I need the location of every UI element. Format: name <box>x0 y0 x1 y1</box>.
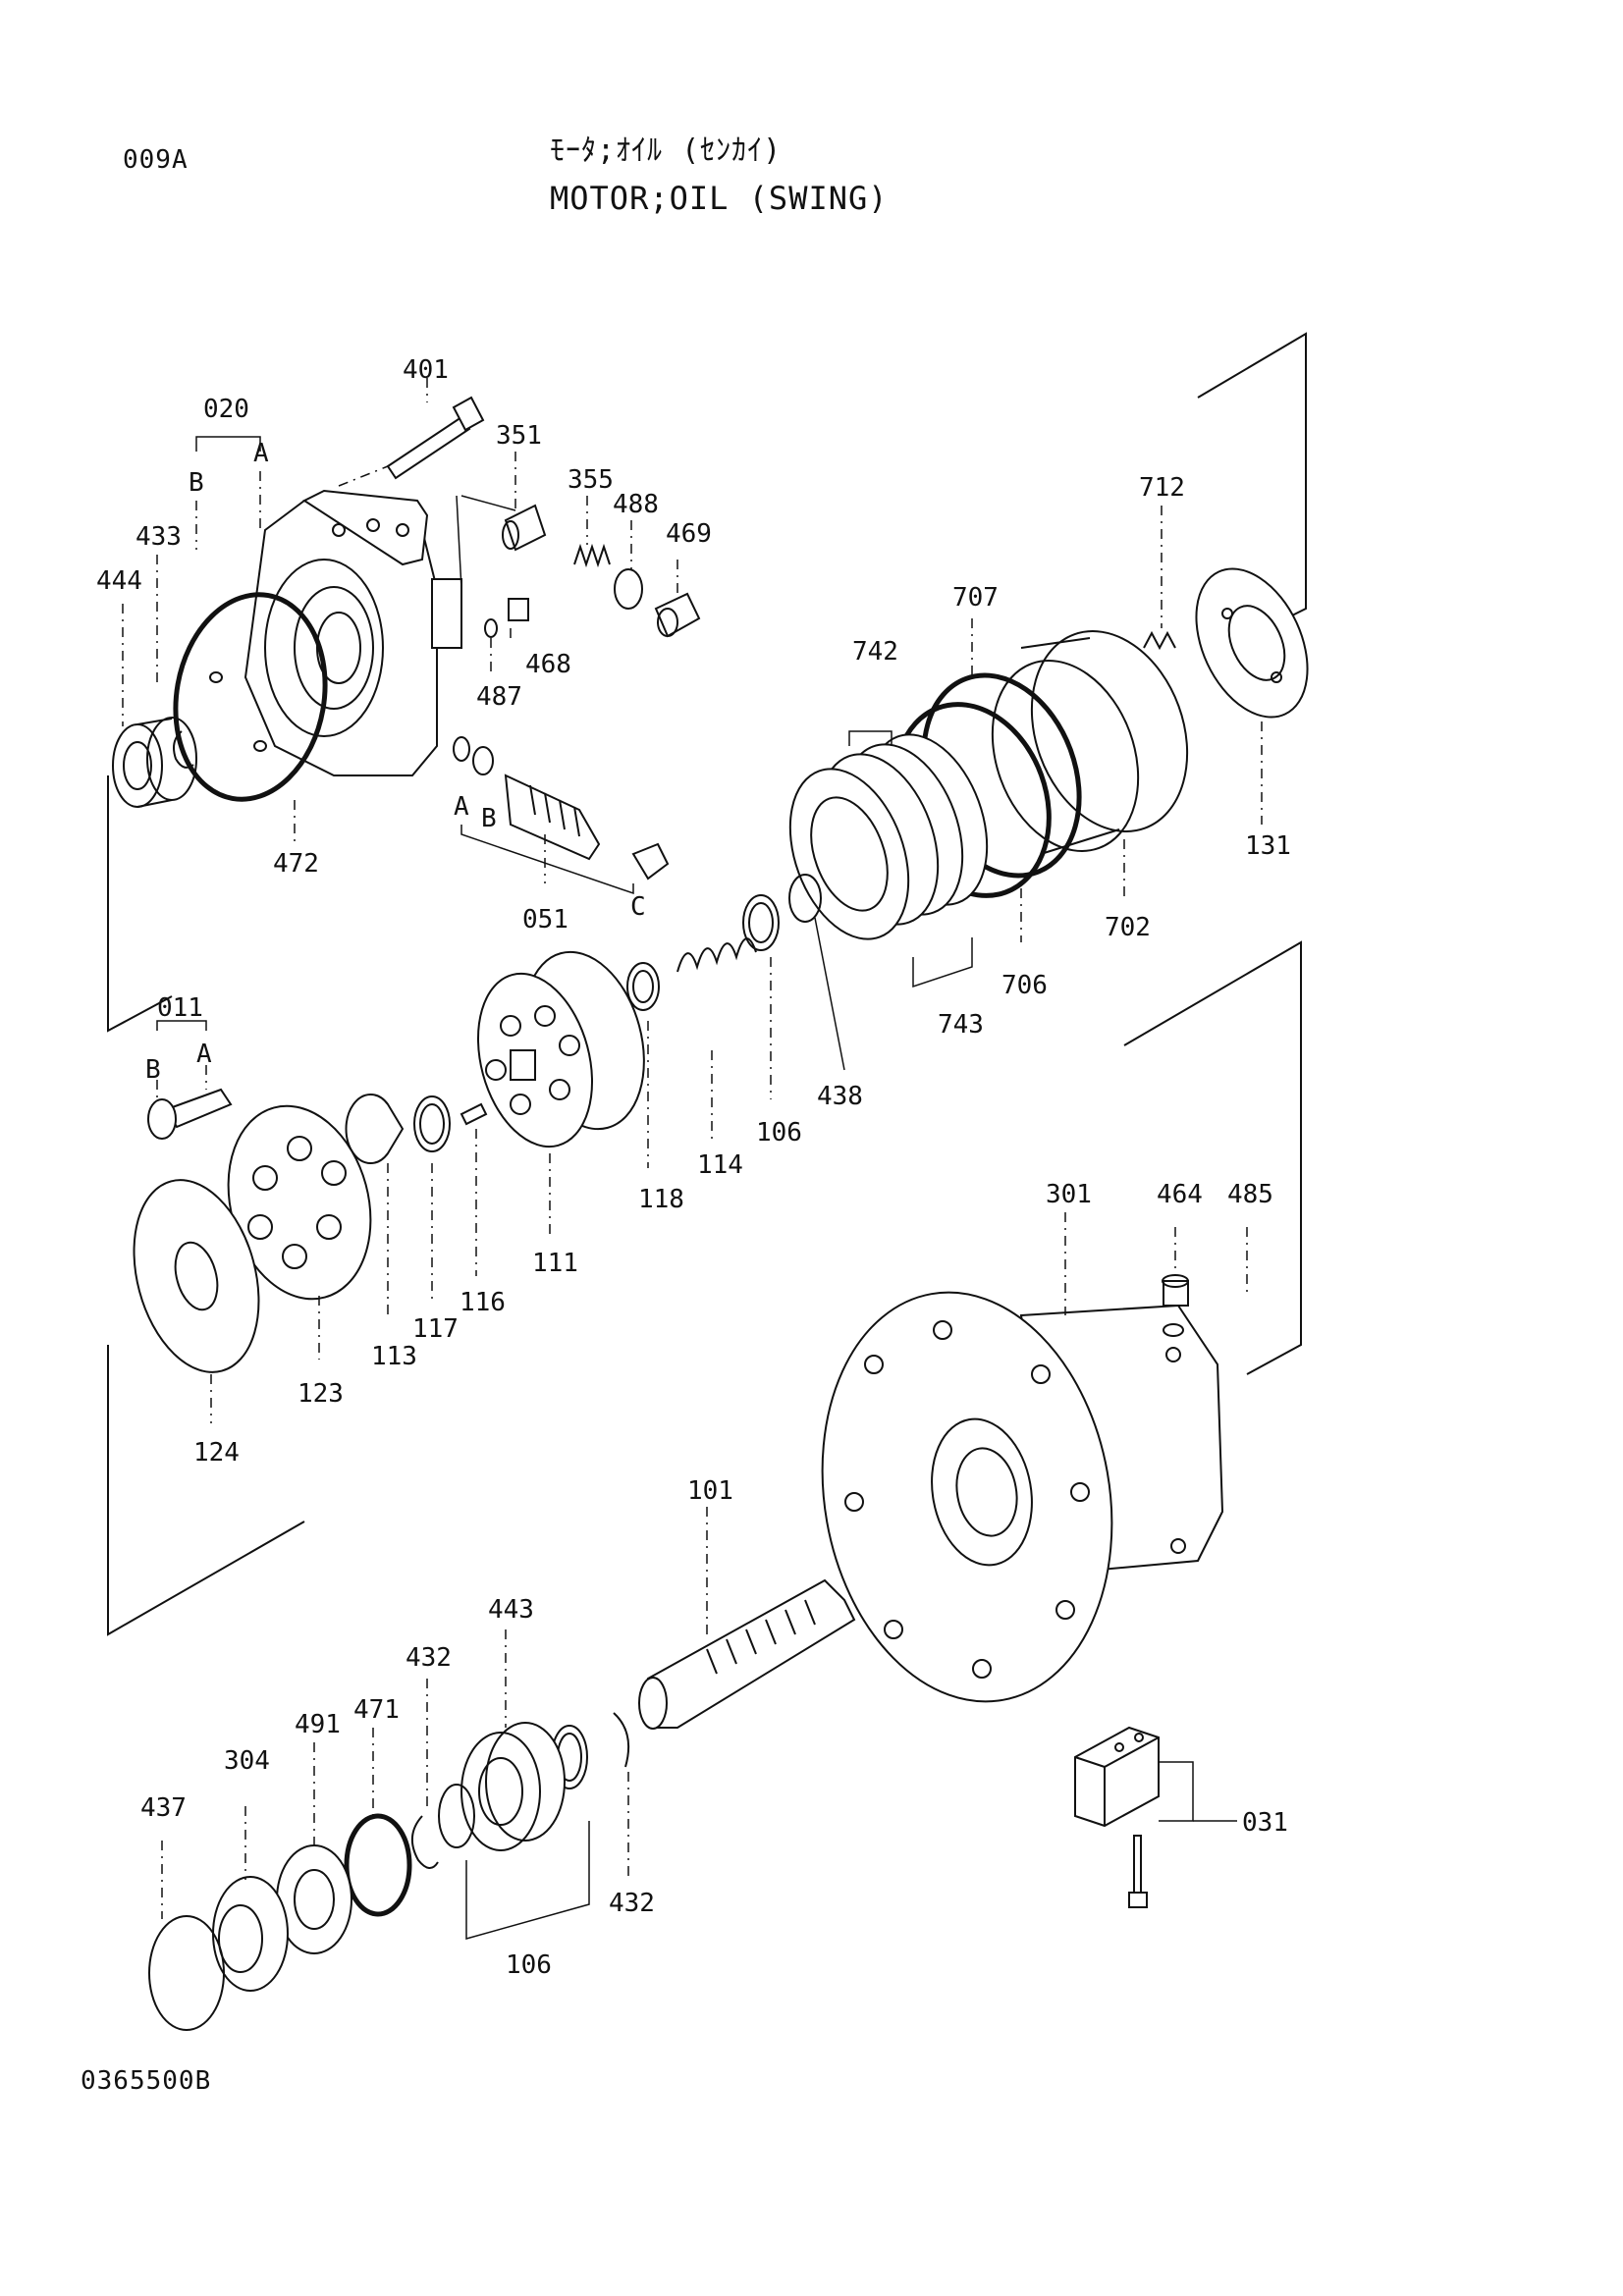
bearing-444 <box>112 717 197 808</box>
label-468: 468 <box>525 650 571 679</box>
label-443: 443 <box>488 1595 534 1625</box>
label-117: 117 <box>412 1314 459 1344</box>
spherical-bush-113 <box>345 1094 405 1164</box>
label-111: 111 <box>532 1249 578 1278</box>
housing-702 <box>991 630 1189 855</box>
oring-487 <box>484 618 498 638</box>
label-011-b: B <box>145 1055 161 1085</box>
label-491: 491 <box>295 1710 341 1739</box>
label-101: 101 <box>687 1476 733 1506</box>
label-020-b: B <box>189 468 204 498</box>
label-355: 355 <box>568 465 614 495</box>
ring-117 <box>413 1095 451 1152</box>
label-051-c: C <box>630 892 646 922</box>
plate-131 <box>1195 567 1309 719</box>
label-742: 742 <box>852 637 898 667</box>
ring-118 <box>626 962 660 1011</box>
label-706: 706 <box>1001 971 1048 1000</box>
oring-488 <box>614 568 643 610</box>
label-702: 702 <box>1105 913 1151 942</box>
retainer-123 <box>227 1104 372 1301</box>
label-051: 051 <box>522 905 568 934</box>
part-labels: 401 020 A B 351 355 488 469 433 444 468 … <box>96 355 1291 1980</box>
label-106a: 106 <box>756 1118 802 1148</box>
plug-468 <box>508 598 529 621</box>
label-743: 743 <box>938 1010 984 1040</box>
label-485: 485 <box>1227 1180 1273 1209</box>
label-433: 433 <box>135 522 182 552</box>
snap-ring-433 <box>173 730 194 769</box>
plug-469 <box>654 592 701 638</box>
label-437: 437 <box>140 1793 187 1823</box>
housing-301 <box>821 1291 1224 1703</box>
snap-ring-432-small <box>411 1815 439 1869</box>
swash-plate-124 <box>133 1179 260 1373</box>
label-432a: 432 <box>406 1643 452 1673</box>
spool-051 <box>453 736 670 881</box>
label-051-b: B <box>481 804 497 833</box>
title-japanese: ﾓｰﾀ;ｵｲﾙ (ｾﾝｶｲ) <box>550 133 783 168</box>
pin-116 <box>460 1102 488 1126</box>
ring-106a <box>742 894 780 951</box>
spring-114 <box>676 937 757 973</box>
label-707: 707 <box>952 583 999 613</box>
leader-lines <box>122 378 1263 1940</box>
label-464: 464 <box>1157 1180 1203 1209</box>
label-712: 712 <box>1139 473 1185 503</box>
plug-464 <box>1162 1274 1189 1307</box>
label-123: 123 <box>298 1379 344 1409</box>
valve-351 <box>502 504 547 552</box>
label-472: 472 <box>273 849 319 879</box>
ring-432a <box>438 1784 475 1848</box>
plates-742-743 <box>788 733 989 940</box>
label-106b: 106 <box>506 1950 552 1980</box>
oring-471 <box>344 1813 412 1917</box>
cylinder-block-111 <box>476 950 645 1148</box>
label-469: 469 <box>666 519 712 549</box>
label-118: 118 <box>638 1185 684 1214</box>
label-011: 011 <box>157 993 203 1023</box>
label-124: 124 <box>193 1438 240 1468</box>
title-english: MOTOR;OIL (SWING) <box>550 180 889 217</box>
label-304: 304 <box>224 1746 270 1776</box>
label-113: 113 <box>371 1342 417 1371</box>
oring-472 <box>173 592 328 802</box>
label-011-a: A <box>196 1040 212 1069</box>
page-code: 009A <box>123 145 189 175</box>
snap-ring-437 <box>148 1915 225 2031</box>
label-116: 116 <box>460 1288 506 1317</box>
snap-ring-432b <box>613 1712 629 1768</box>
drawing-number: 0365500B <box>81 2066 212 2096</box>
label-051-a: A <box>454 792 469 822</box>
bolt-401 <box>338 396 485 487</box>
label-432b: 432 <box>609 1889 655 1918</box>
spring-355 <box>573 543 611 568</box>
label-444: 444 <box>96 566 142 596</box>
label-471: 471 <box>353 1695 400 1725</box>
label-020: 020 <box>203 395 249 424</box>
cover-020 <box>243 489 462 776</box>
shaft-101 <box>638 1578 856 1730</box>
spring-712 <box>1143 630 1176 651</box>
oring-485 <box>1163 1323 1184 1337</box>
label-114: 114 <box>697 1150 743 1180</box>
label-438: 438 <box>817 1082 863 1111</box>
label-401: 401 <box>403 355 449 385</box>
label-487: 487 <box>476 682 522 712</box>
label-301: 301 <box>1046 1180 1092 1209</box>
label-031: 031 <box>1242 1808 1288 1838</box>
label-020-a: A <box>253 439 269 468</box>
piston-011 <box>147 1088 233 1140</box>
valve-block-031 <box>1074 1726 1160 1908</box>
label-488: 488 <box>613 490 659 519</box>
label-131: 131 <box>1245 831 1291 861</box>
label-351: 351 <box>496 421 542 451</box>
bearing-443 <box>460 1722 566 1851</box>
snap-ring-438 <box>788 874 822 923</box>
